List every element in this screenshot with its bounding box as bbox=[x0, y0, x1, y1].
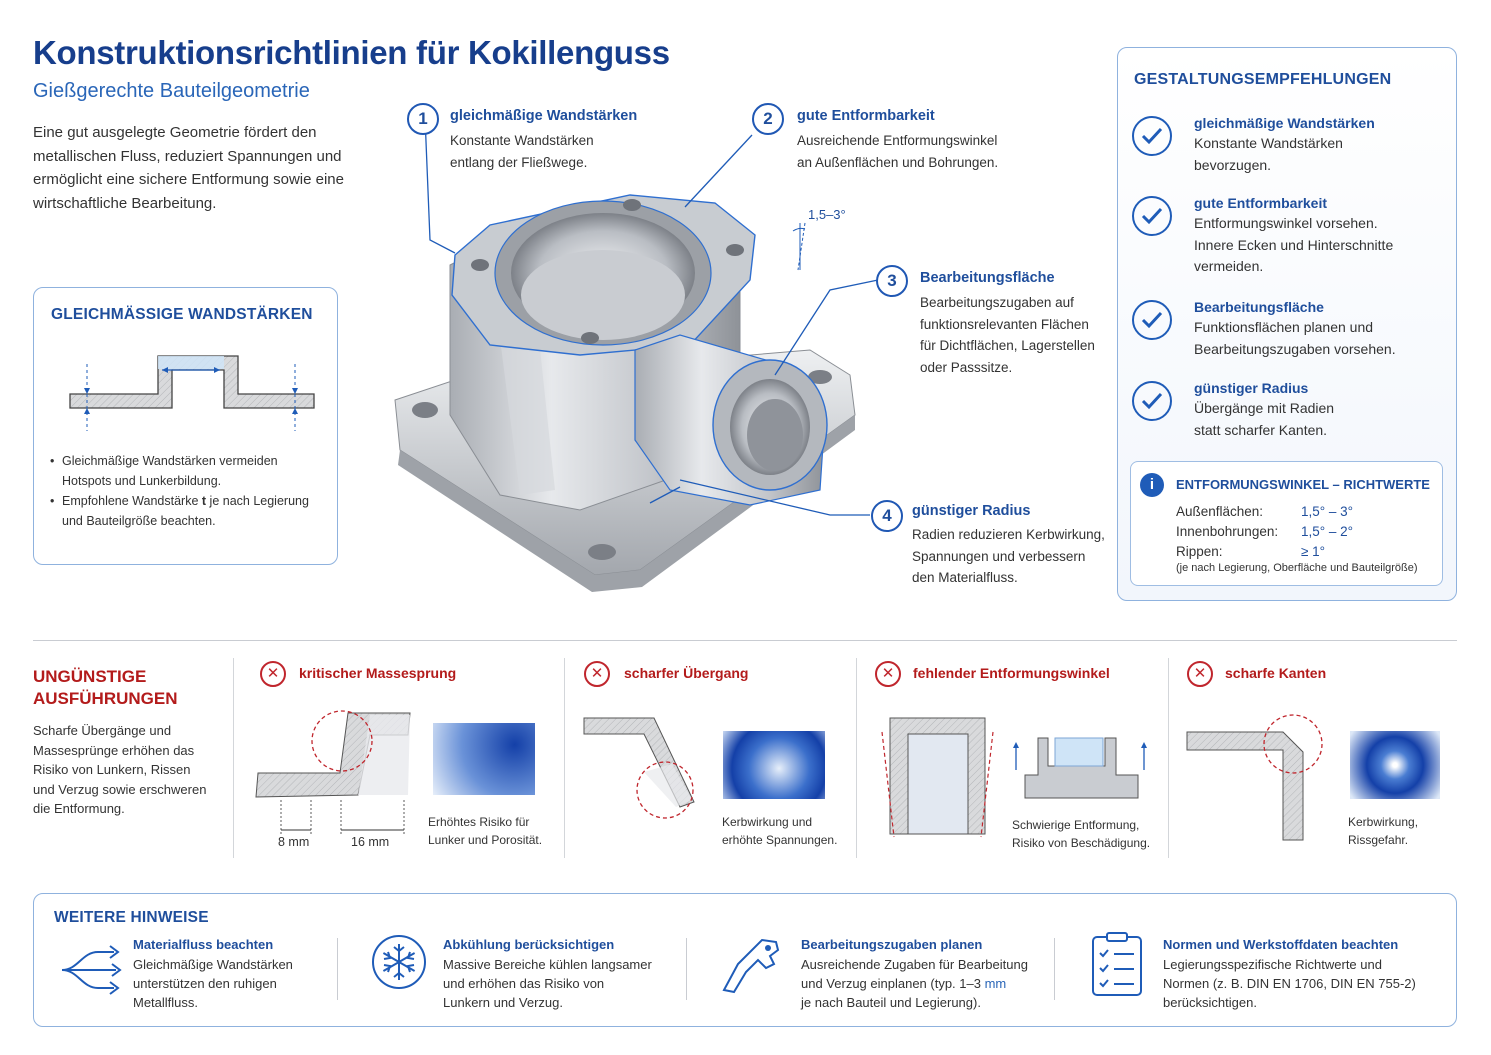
callout-2-title: gute Entformbarkeit bbox=[797, 108, 935, 124]
crack-map-image bbox=[1350, 731, 1440, 799]
divider bbox=[1168, 658, 1169, 858]
intro-text: Eine gut ausgelegte Geometrie fördert de… bbox=[33, 124, 344, 212]
recommendations-title: GESTALTUNGSEMPFEHLUNGEN bbox=[1134, 71, 1392, 88]
heat-map-image bbox=[433, 723, 535, 795]
hints-box bbox=[33, 893, 1457, 1027]
callout-3-title: Bearbeitungsfläche bbox=[920, 270, 1055, 286]
callout-4-text: Radien reduzieren Kerbwirkung,Spannungen… bbox=[912, 527, 1105, 585]
draft-angle-box: i ENTFORMUNGSWINKEL – RICHTWERTE Außenfl… bbox=[1130, 461, 1443, 586]
divider bbox=[233, 658, 234, 858]
casting-part-illustration bbox=[394, 116, 879, 592]
divider bbox=[686, 938, 687, 1000]
x-icon: ✕ bbox=[1187, 661, 1213, 687]
missing-draft-part-diagram bbox=[1013, 737, 1147, 799]
page-subtitle: Gießgerechte Bauteilgeometrie bbox=[33, 80, 310, 102]
missing-draft-diagram bbox=[881, 717, 994, 838]
dim-8mm: 8 mm bbox=[278, 835, 310, 849]
hint-3-title: Bearbeitungszugaben planen bbox=[801, 937, 983, 952]
wall-thickness-box: GLEICHMÄSSIGE WANDSTÄRKEN Gleichmäßige W… bbox=[33, 287, 338, 565]
wall-thickness-bullets: Gleichmäßige Wandstärken vermeiden Hotsp… bbox=[50, 451, 330, 531]
bad-1-title: kritischer Massesprung bbox=[299, 665, 457, 681]
hints-title: WEITERE HINWEISE bbox=[54, 909, 209, 926]
bad-4-title: scharfe Kanten bbox=[1225, 665, 1327, 681]
wall-bullet-2: Empfohlene Wandstärke t je nach Legierun… bbox=[50, 491, 330, 531]
check-icon bbox=[1132, 300, 1172, 340]
divider bbox=[1054, 938, 1055, 1000]
draft-angle-labels: Außenflächen: Innenbohrungen: Rippen: bbox=[1176, 504, 1279, 559]
check-icon bbox=[1132, 196, 1172, 236]
wall-thickness-title: GLEICHMÄSSIGE WANDSTÄRKEN bbox=[51, 306, 313, 323]
bad-3-caption: Schwierige Entformung,Risiko von Beschäd… bbox=[1012, 818, 1151, 850]
page-title: Konstruktionsrichtlinien für Kokillengus… bbox=[33, 34, 670, 71]
rec-1-title: gleichmäßige Wandstärken bbox=[1194, 115, 1375, 131]
bad-4-caption: Kerbwirkung,Rissgefahr. bbox=[1348, 815, 1419, 847]
section-divider bbox=[33, 640, 1457, 641]
mass-jump-diagram bbox=[255, 710, 411, 835]
hint-1-title: Materialfluss beachten bbox=[133, 937, 274, 952]
callout-3-number: 3 bbox=[876, 265, 908, 297]
stress-map-image bbox=[723, 731, 825, 799]
draft-angle-note: (je nach Legierung, Oberfläche und Baute… bbox=[1176, 562, 1418, 574]
hint-4-title: Normen und Werkstoffdaten beachten bbox=[1163, 937, 1399, 952]
draft-angle-label: 1,5–3° bbox=[808, 207, 846, 222]
callout-2-number: 2 bbox=[752, 103, 784, 135]
draft-angle-values: 1,5° – 3° 1,5° – 2° ≥ 1° bbox=[1301, 504, 1354, 559]
sharp-transition-diagram bbox=[583, 717, 695, 819]
unfavorable-text: Scharfe Übergänge und Massesprünge erhöh… bbox=[33, 723, 207, 816]
bad-3-title: fehlender Entformungswinkel bbox=[913, 665, 1110, 681]
clipboard-checklist-icon bbox=[1092, 932, 1142, 996]
dim-16mm: 16 mm bbox=[351, 835, 390, 849]
check-icon bbox=[1132, 116, 1172, 156]
wall-thickness-diagram bbox=[69, 355, 315, 431]
check-icon bbox=[1132, 381, 1172, 421]
rec-2-text: Entformungswinkel vorsehen.Innere Ecken … bbox=[1194, 215, 1394, 274]
wall-bullet-1: Gleichmäßige Wandstärken vermeiden Hotsp… bbox=[50, 451, 330, 491]
x-icon: ✕ bbox=[875, 661, 901, 687]
callout-1-number: 1 bbox=[407, 103, 439, 135]
callout-4-number: 4 bbox=[871, 500, 903, 532]
x-icon: ✕ bbox=[260, 661, 286, 687]
rec-2-title: gute Entformbarkeit bbox=[1194, 195, 1328, 211]
sharp-edges-diagram bbox=[1186, 714, 1323, 841]
divider bbox=[856, 658, 857, 858]
bad-2-title: scharfer Übergang bbox=[624, 665, 749, 681]
rec-3-title: Bearbeitungsfläche bbox=[1194, 299, 1324, 315]
x-icon: ✕ bbox=[584, 661, 610, 687]
snowflake-icon bbox=[372, 935, 426, 989]
rec-4-title: günstiger Radius bbox=[1194, 380, 1309, 396]
draft-angle-title: ENTFORMUNGSWINKEL – RICHTWERTE bbox=[1176, 477, 1430, 492]
divider bbox=[337, 938, 338, 1000]
divider bbox=[564, 658, 565, 858]
info-icon: i bbox=[1140, 473, 1164, 497]
callout-1-title: gleichmäßige Wandstärken bbox=[450, 108, 638, 124]
machining-tool-icon bbox=[722, 938, 780, 994]
flow-arrows-icon bbox=[61, 945, 122, 995]
hint-2-title: Abkühlung berücksichtigen bbox=[443, 937, 615, 952]
callout-4-title: günstiger Radius bbox=[912, 503, 1031, 519]
